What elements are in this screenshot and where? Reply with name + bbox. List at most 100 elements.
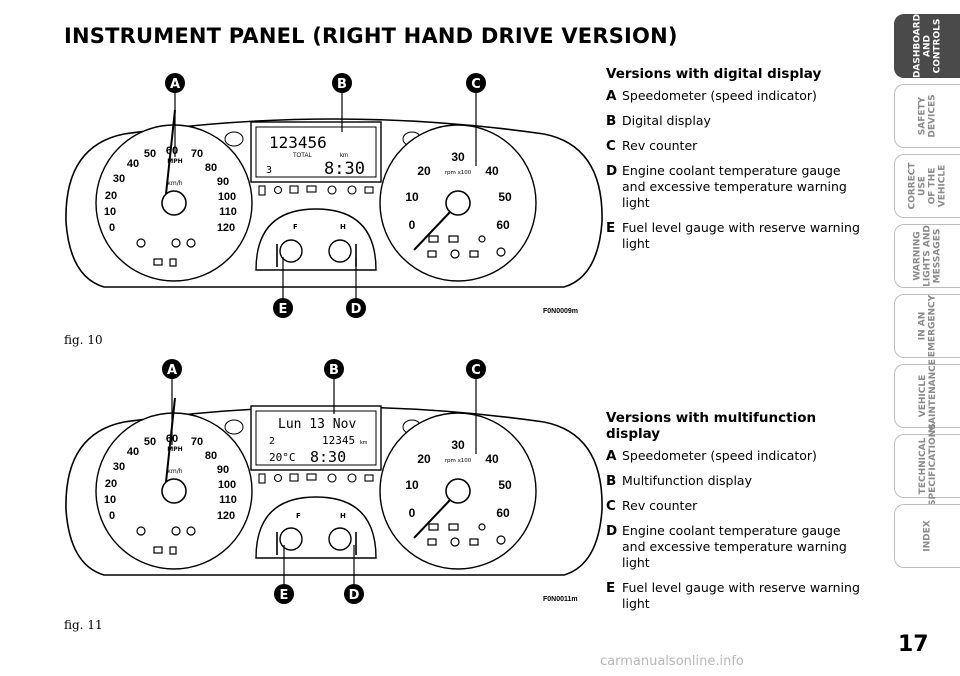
tab-label: VEHICLE MAINTENANCE (917, 359, 938, 433)
speedo-tick-10: 10 (104, 206, 116, 218)
rev-unit-label: rpm x100 (445, 458, 472, 464)
rev-tick-0: 0 (409, 218, 416, 232)
tab-safety-devices[interactable]: SAFETY DEVICES (894, 84, 960, 148)
tab-warning-lights[interactable]: WARNING LIGHTS AND MESSAGES (894, 224, 960, 288)
tab-index[interactable]: INDEX (894, 504, 960, 568)
rev-warning-icons (427, 235, 506, 259)
item-letter: A (606, 448, 617, 464)
center-cluster: 123456 TOTAL km 3 8:30 F H (250, 121, 382, 271)
figure-caption: fig. 11 (64, 618, 103, 632)
rev-unit-label: rpm x100 (445, 170, 472, 176)
rev-tick-50: 50 (498, 190, 512, 204)
rev-warning-icons (427, 523, 506, 547)
temp-gauge-dial (328, 527, 352, 551)
callout-lines (174, 91, 477, 298)
figure-caption: fig. 10 (64, 333, 103, 347)
item-letter: C (606, 498, 616, 514)
tab-technical-specifications[interactable]: TECHNICAL SPECIFICATIONS (894, 423, 960, 506)
callout-A: A (167, 363, 177, 378)
rev-counter: 0 10 20 30 40 50 60 rpm x100 (379, 124, 537, 282)
speedo-warning-icons (136, 526, 196, 555)
speedo-tick-30: 30 (113, 173, 125, 185)
display-clock: 8:30 (324, 159, 365, 179)
speedo-tick-110: 110 (219, 494, 237, 506)
center-cluster: Lun 13 Nov 2 12345 km 20°C 8:30 F H (250, 405, 382, 559)
item-letter: B (606, 113, 617, 129)
speedo-tick-70: 70 (191, 436, 203, 448)
tab-label: INDEX (922, 520, 933, 552)
display-date: Lun 13 Nov (278, 417, 356, 432)
rev-tick-40: 40 (485, 164, 499, 178)
rev-tick-60: 60 (496, 218, 510, 232)
instrument-panel-drawing: 0 10 20 30 40 50 60 70 80 90 100 110 120… (65, 73, 603, 318)
speedo-tick-0: 0 (109, 222, 115, 234)
list-item: B Multifunction display (606, 473, 868, 489)
temp-gauge-h-label: H (340, 223, 346, 231)
callout-B: B (329, 363, 339, 378)
tab-label: IN AN EMERGENCY (917, 294, 938, 358)
callout-markers: A B C E D (162, 359, 486, 604)
display-clock: 8:30 (310, 448, 346, 466)
item-text: Rev counter (622, 138, 698, 153)
item-text: Speedometer (speed indicator) (622, 448, 817, 463)
tab-in-an-emergency[interactable]: IN AN EMERGENCY (894, 294, 960, 358)
callout-lines (171, 377, 477, 584)
rev-tick-30: 30 (451, 438, 465, 452)
callout-markers: A B C E D (165, 73, 486, 318)
fuel-gauge-dial (279, 239, 303, 263)
tab-label: TECHNICAL SPECIFICATIONS (917, 423, 938, 506)
fuel-gauge-dial (279, 527, 303, 551)
speedo-kmh-label: km/h (167, 180, 182, 187)
page-title: INSTRUMENT PANEL (RIGHT HAND DRIVE VERSI… (64, 24, 678, 48)
tab-label: DASHBOARD AND CONTROLS (912, 13, 943, 79)
list-item: C Rev counter (606, 138, 868, 154)
rev-tick-10: 10 (405, 478, 419, 492)
item-text: Fuel level gauge with reserve warning li… (622, 580, 860, 611)
speedo-warning-icons (136, 238, 196, 267)
speedo-mph-label: MPH (167, 158, 182, 165)
callout-C: C (471, 77, 481, 92)
rev-tick-40: 40 (485, 452, 499, 466)
speedometer: 0 10 20 30 40 50 60 70 80 90 100 110 120… (95, 397, 253, 570)
center-warning-icons-row (258, 185, 374, 196)
display-km-label: km (360, 440, 368, 446)
rev-tick-20: 20 (417, 452, 431, 466)
page-number: 17 (898, 632, 929, 657)
tab-correct-use[interactable]: CORRECT USE OF THE VEHICLE (894, 154, 960, 218)
item-text: Fuel level gauge with reserve warning li… (622, 220, 860, 251)
fuel-gauge-f-label: F (296, 512, 301, 520)
speedo-tick-0: 0 (109, 510, 115, 522)
item-letter: A (606, 88, 617, 104)
speedo-kmh-label: km/h (167, 468, 182, 475)
instrument-panel-figure-multifunction: 0 10 20 30 40 50 60 70 80 90 100 110 120… (64, 348, 604, 618)
speedo-tick-80: 80 (205, 450, 217, 462)
tab-label: CORRECT USE OF THE VEHICLE (907, 162, 948, 210)
section-heading: Versions with digital display (606, 66, 822, 82)
item-letter: B (606, 473, 617, 489)
speedo-tick-10: 10 (104, 494, 116, 506)
speedo-tick-40: 40 (127, 158, 139, 170)
speedo-tick-110: 110 (219, 206, 237, 218)
item-letter: C (606, 138, 616, 154)
tab-vehicle-maintenance[interactable]: VEHICLE MAINTENANCE (894, 359, 960, 433)
temp-gauge-h-label: H (340, 512, 346, 520)
rev-tick-50: 50 (498, 478, 512, 492)
item-text: Digital display (622, 113, 711, 128)
temp-gauge-dial (328, 239, 352, 263)
item-text: Multifunction display (622, 473, 752, 488)
speedo-tick-80: 80 (205, 162, 217, 174)
callout-D: D (349, 588, 360, 603)
fuel-gauge-f-label: F (293, 223, 298, 231)
item-letter: D (606, 163, 618, 179)
speedo-tick-100: 100 (218, 191, 236, 203)
speedo-tick-40: 40 (127, 446, 139, 458)
display-km-label: km (340, 153, 348, 159)
tab-dashboard-and-controls[interactable]: DASHBOARD AND CONTROLS (894, 14, 960, 78)
speedo-tick-90: 90 (217, 176, 229, 188)
rev-tick-0: 0 (409, 506, 416, 520)
